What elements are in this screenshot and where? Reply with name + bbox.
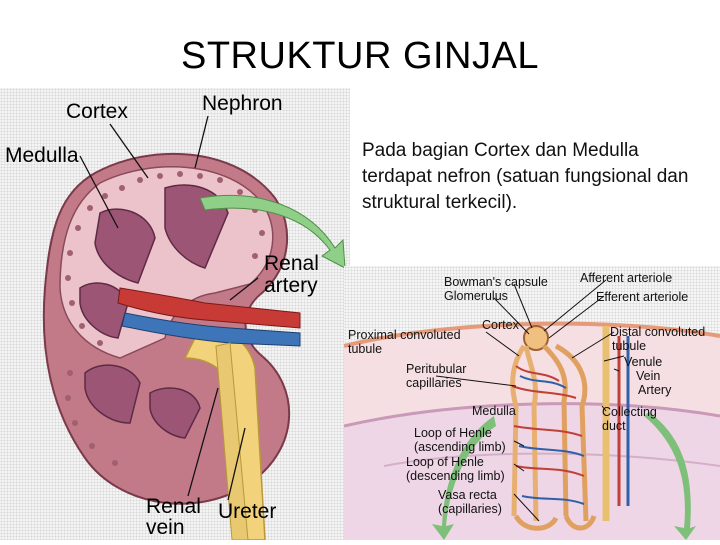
label-vein: Vein bbox=[636, 369, 660, 383]
label-henle-desc-2: (descending limb) bbox=[406, 469, 505, 483]
label-collecting-2: duct bbox=[602, 419, 626, 433]
label-peritubular-2: capillaries bbox=[406, 376, 462, 390]
label-renal-vein-2: vein bbox=[146, 516, 185, 539]
label-vasa-1: Vasa recta bbox=[438, 488, 497, 502]
label-ureter: Ureter bbox=[218, 500, 276, 523]
slide-title: STRUKTUR GINJAL bbox=[0, 30, 720, 82]
label-proximal-2: tubule bbox=[348, 342, 382, 356]
body-text: Pada bagian Cortex dan Medulla terdapat … bbox=[362, 138, 712, 216]
label-medulla-small: Medulla bbox=[472, 404, 516, 418]
label-efferent-arteriole: Efferent arteriole bbox=[596, 290, 688, 304]
label-cortex-small: Cortex bbox=[482, 318, 520, 332]
label-henle-desc-1: Loop of Henle bbox=[406, 455, 484, 469]
kidney-diagram: Cortex Nephron Medulla Renal artery Rena… bbox=[0, 88, 350, 540]
label-renal-artery-2: artery bbox=[264, 274, 318, 297]
label-cortex: Cortex bbox=[66, 100, 128, 123]
label-bowmans-capsule: Bowman's capsule bbox=[444, 275, 548, 289]
kidney-illustration: Cortex Nephron Medulla Renal artery Rena… bbox=[0, 88, 350, 540]
label-artery: Artery bbox=[638, 383, 672, 397]
label-nephron: Nephron bbox=[202, 92, 283, 115]
nephron-illustration: Bowman's capsule Glomerulus Afferent art… bbox=[344, 266, 720, 540]
label-vasa-2: (capillaries) bbox=[438, 502, 502, 516]
label-distal-2: tubule bbox=[612, 339, 646, 353]
label-peritubular-1: Peritubular bbox=[406, 362, 466, 376]
label-afferent-arteriole: Afferent arteriole bbox=[580, 271, 672, 285]
label-proximal-1: Proximal convoluted bbox=[348, 328, 461, 342]
label-renal-vein-1: Renal bbox=[146, 495, 201, 518]
label-henle-asc-1: Loop of Henle bbox=[414, 426, 492, 440]
nephron-diagram: Bowman's capsule Glomerulus Afferent art… bbox=[344, 266, 720, 540]
label-glomerulus: Glomerulus bbox=[444, 289, 508, 303]
label-henle-asc-2: (ascending limb) bbox=[414, 440, 506, 454]
label-distal-1: Distal convoluted bbox=[610, 325, 705, 339]
label-renal-artery-1: Renal bbox=[264, 252, 319, 275]
label-venule: Venule bbox=[624, 355, 662, 369]
label-collecting-1: Collecting bbox=[602, 405, 657, 419]
label-medulla: Medulla bbox=[5, 144, 79, 167]
